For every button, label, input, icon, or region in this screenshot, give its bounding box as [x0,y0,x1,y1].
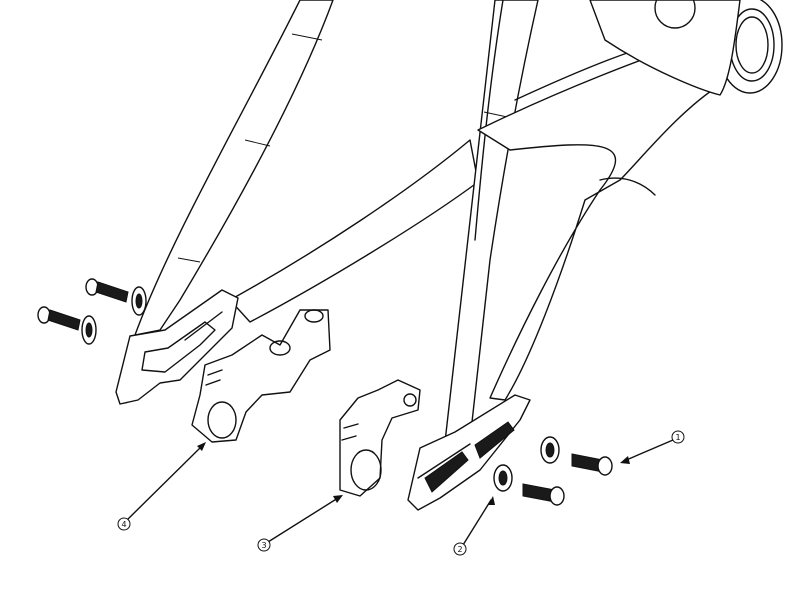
callout-label: 2 [457,545,462,554]
callout-1: 1 [671,430,685,444]
callout-circle [117,517,131,531]
callout-leaders [126,439,674,546]
callout-3: 3 [257,538,271,552]
arrowhead-1 [620,456,630,464]
leader-2 [462,499,492,546]
callout-2: 2 [453,542,467,556]
right-bolts [493,436,613,506]
left-dropout [115,289,239,405]
arrowhead-3 [333,495,343,503]
callout-circle [453,542,467,556]
bottom-bracket [589,0,783,96]
arrowhead-4 [197,442,206,451]
hanger-part-3 [339,379,421,497]
callout-label: 1 [675,433,680,442]
callout-circle [257,538,271,552]
left-bolts [37,278,147,345]
arrowhead-2 [488,496,495,505]
hanger-part-4 [191,309,331,443]
right-dropout [407,394,531,511]
callout-4: 4 [117,517,131,531]
leader-1 [623,439,674,462]
callout-label: 3 [261,541,266,550]
callout-circle [671,430,685,444]
left-seat-stay [134,0,334,336]
right-seat-stay [444,0,539,443]
left-chain-stay [229,139,479,323]
callout-label: 4 [121,520,126,529]
leader-3 [267,497,339,543]
leader-4 [126,445,203,521]
